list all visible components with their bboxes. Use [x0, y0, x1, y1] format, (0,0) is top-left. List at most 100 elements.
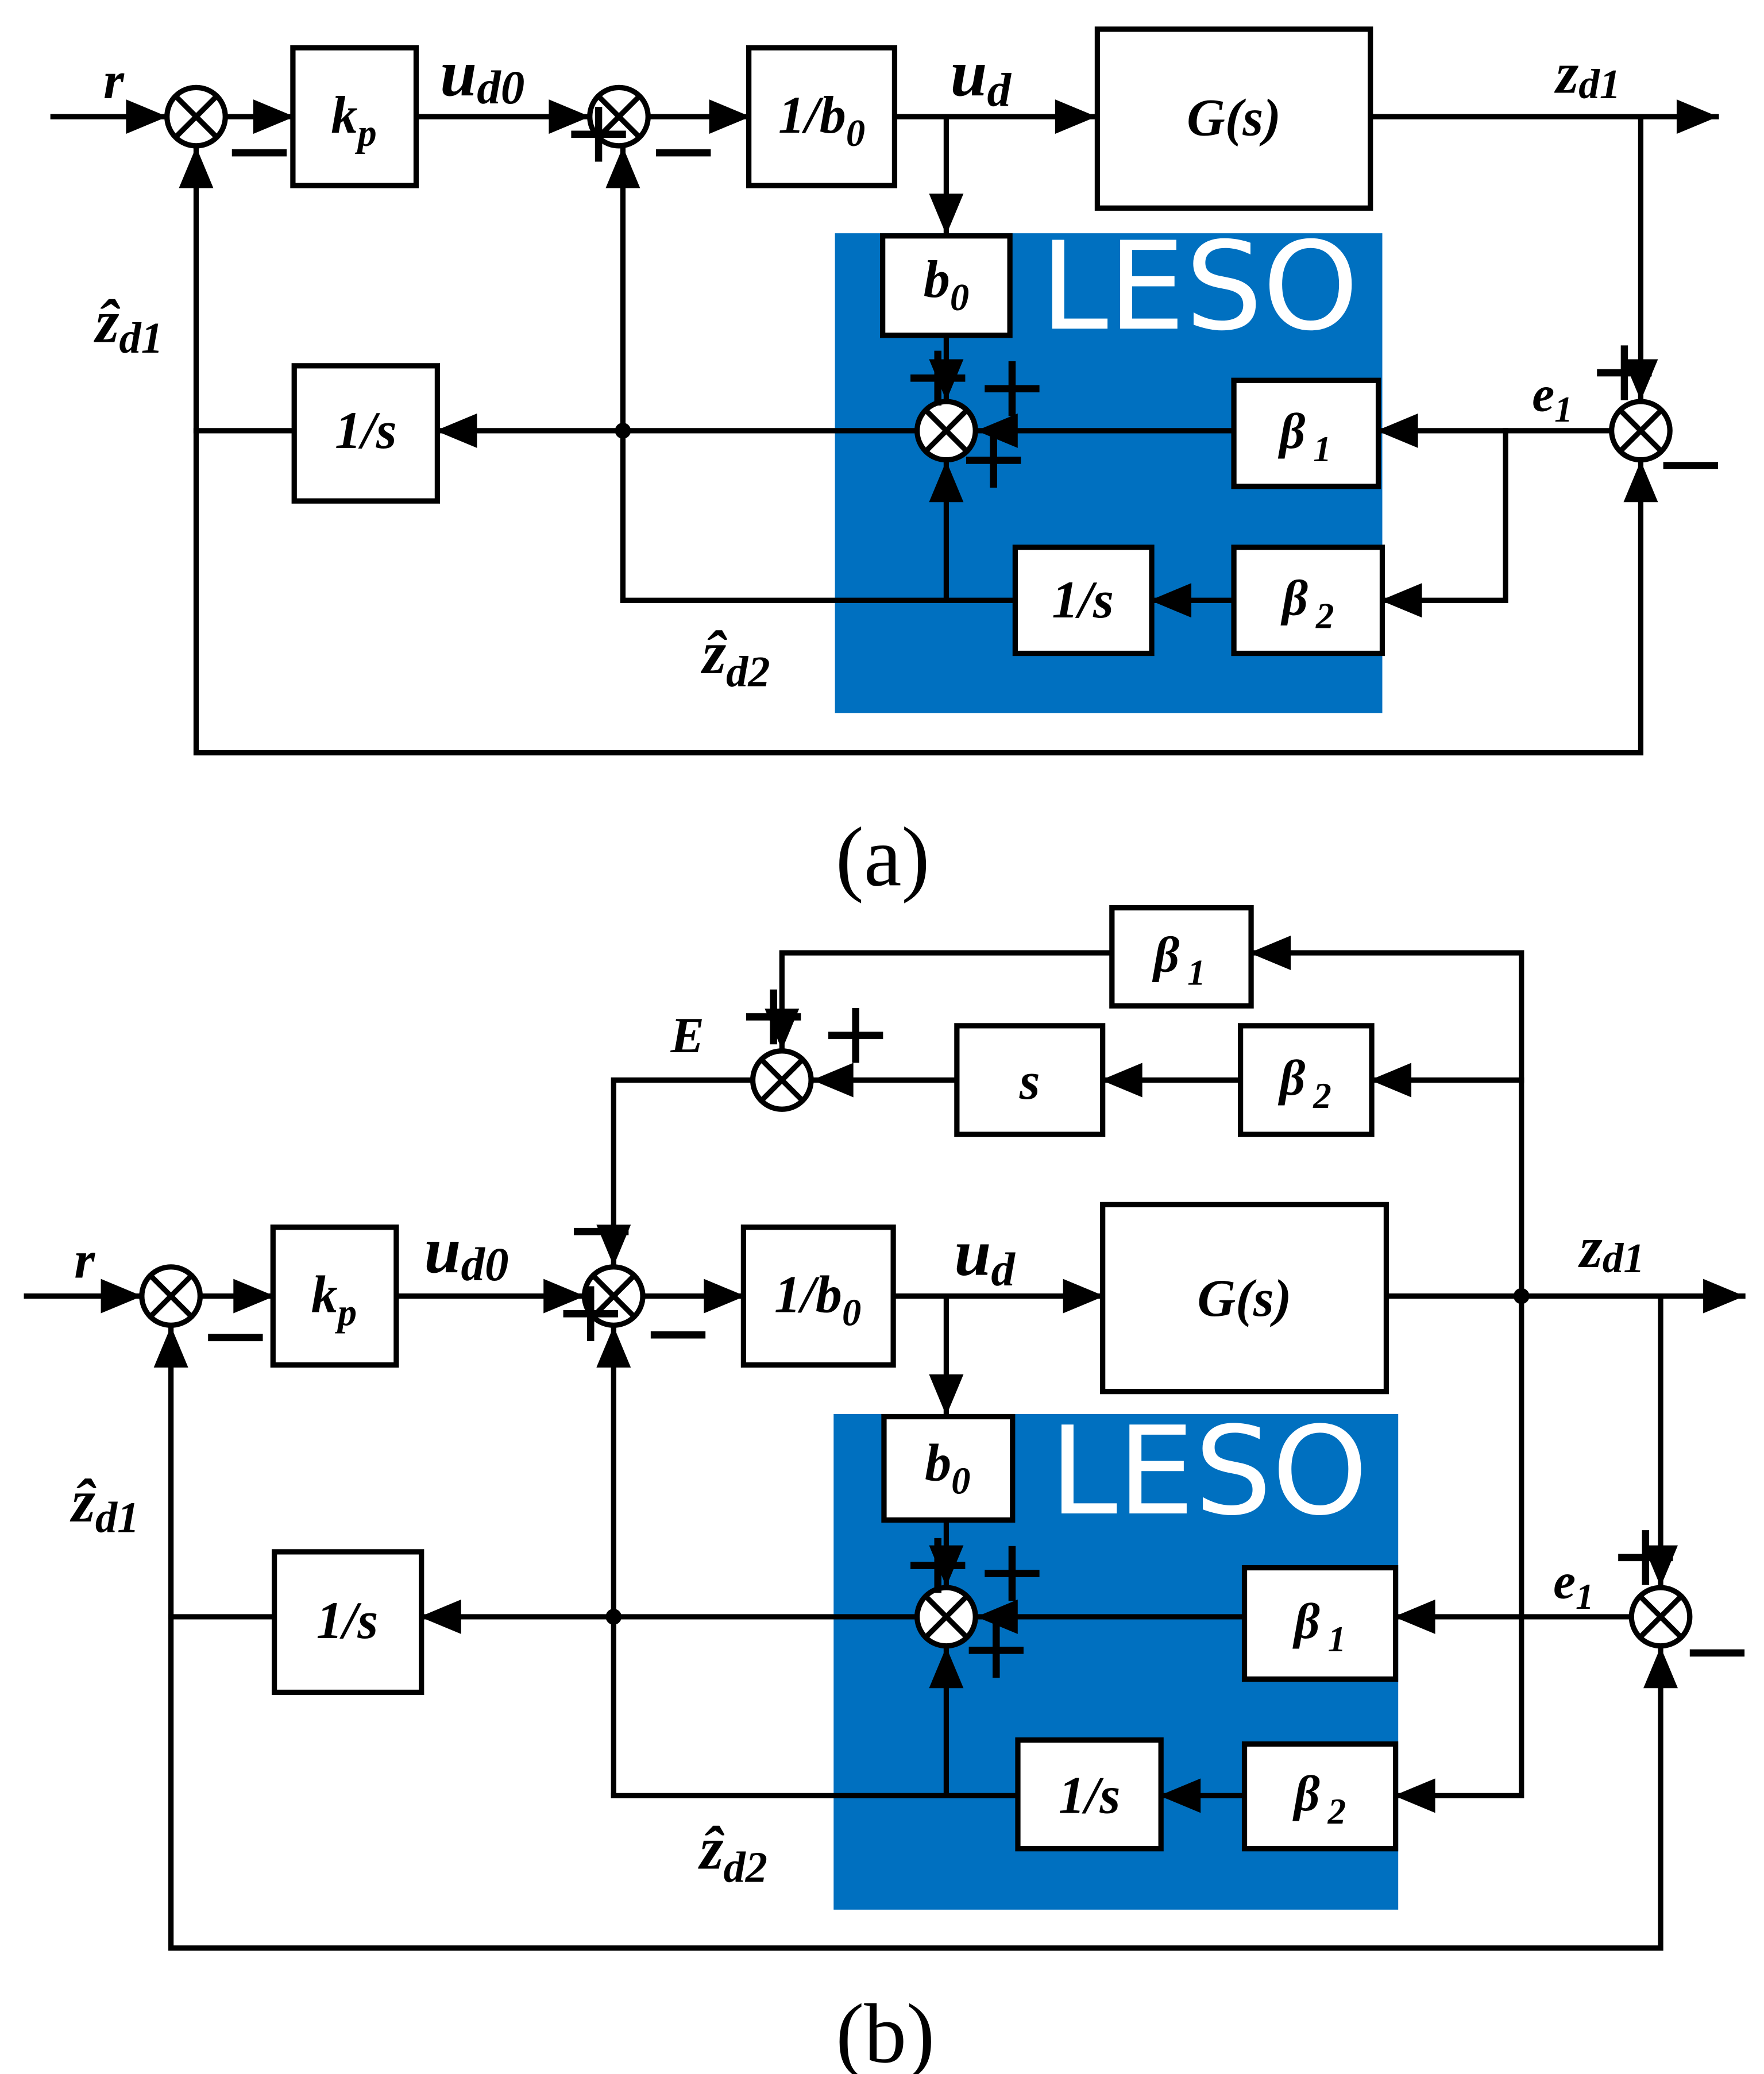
top-s-block — [954, 1023, 1106, 1137]
sign-plus: + — [901, 1512, 975, 1613]
sum-junction-5 — [750, 1048, 814, 1112]
sum-junction-3 — [914, 399, 978, 463]
sum-junction-1 — [164, 84, 228, 149]
sign-minus: − — [199, 1284, 272, 1386]
caption-a: (a) — [836, 809, 930, 903]
beta1-block — [1241, 1565, 1399, 1682]
inv-b0-block — [746, 45, 898, 188]
integ-est-label: 1/s — [316, 1591, 379, 1650]
sign-plus: + — [901, 325, 975, 426]
sign-plus: + — [562, 81, 635, 183]
signal-zhat2-label: ẑd2 — [698, 1814, 767, 1891]
integ-obs-block — [1012, 544, 1155, 656]
inv-b0-block — [740, 1224, 896, 1368]
sign-plus: + — [1609, 1504, 1682, 1606]
line-top-beta1-to-sum5 — [765, 950, 1115, 1051]
integ-obs-block — [1015, 1737, 1164, 1852]
signal-zhat1-label: ẑd1 — [94, 287, 163, 362]
signal-r-label: r — [103, 51, 125, 110]
top-beta1-block — [1109, 905, 1254, 1009]
signal-labels-b: r ud0 ud zd1 ẑd1 ẑd2 e1 E — [70, 1007, 1645, 1891]
kp-block — [270, 1224, 399, 1368]
signal-zhat2-label: ẑd2 — [701, 619, 770, 696]
b0-label: b0 — [924, 250, 969, 319]
line-e1-to-beta2 — [1379, 428, 1508, 618]
line-zhat1-to-sum4 — [193, 428, 1658, 756]
signal-zd1-label: zd1 — [1554, 41, 1621, 107]
integ-est-block — [291, 363, 441, 504]
diagram-a: LESO kp — [50, 26, 1727, 903]
sum-junction-2 — [587, 84, 651, 149]
leso-label: LESO — [1040, 216, 1358, 358]
integ-est-block — [271, 1549, 424, 1695]
signal-E-label: E — [670, 1007, 704, 1063]
signal-ud0-label: ud0 — [424, 1213, 508, 1291]
junction-dot — [615, 423, 631, 439]
sign-minus: − — [1681, 1600, 1754, 1701]
signal-e1-label: e1 — [1553, 1554, 1593, 1617]
integ-obs-label: 1/s — [1059, 1766, 1121, 1824]
signal-ud0-label: ud0 — [440, 36, 524, 114]
leso-label: LESO — [1049, 1401, 1368, 1543]
beta1-block — [1231, 377, 1381, 489]
signal-ud-label: ud — [954, 1216, 1016, 1296]
plant-label: G(s) — [1187, 88, 1281, 146]
signal-ud-label: ud — [950, 36, 1012, 116]
top-beta2-block — [1238, 1023, 1375, 1137]
sign-plus: + — [975, 1520, 1049, 1621]
sum-junction-4 — [1609, 399, 1673, 463]
sum-junction-1 — [139, 1264, 203, 1328]
signal-r-label: r — [74, 1230, 95, 1289]
sign-plus: + — [959, 1597, 1033, 1698]
sign-minus: − — [642, 1281, 715, 1383]
junction-dot — [605, 1609, 622, 1625]
b0-block — [880, 233, 1013, 338]
caption-b: (b) — [836, 1986, 935, 2074]
b0-label: b0 — [925, 1433, 970, 1502]
diagram-b: LESO — [24, 905, 1754, 2074]
signal-zd1-label: zd1 — [1578, 1215, 1645, 1281]
sign-plus: + — [554, 1260, 627, 1362]
junction-dot — [1513, 1288, 1530, 1304]
sum-junction-2 — [581, 1264, 646, 1328]
kp-label: kp — [311, 1265, 357, 1334]
line-E-to-sum2 — [596, 1077, 753, 1267]
sign-minus: − — [223, 99, 296, 201]
inv-b0-label: 1/b0 — [778, 86, 865, 155]
inv-b0-label: 1/b0 — [774, 1265, 861, 1334]
beta2-block — [1231, 544, 1385, 656]
sign-plus: + — [819, 982, 893, 1083]
sum-junction-3 — [914, 1585, 978, 1649]
kp-label: kp — [331, 86, 376, 155]
plant-label: G(s) — [1198, 1269, 1292, 1327]
beta2-block — [1241, 1741, 1399, 1852]
sign-plus: + — [1588, 319, 1661, 421]
sum-junction-4 — [1628, 1585, 1693, 1649]
signal-zhat1-label: ẑd1 — [70, 1467, 140, 1542]
b0-block — [881, 1413, 1016, 1523]
signal-lines — [50, 99, 1719, 756]
kp-block — [290, 45, 419, 188]
plant-block — [1094, 26, 1373, 211]
line-output-to-beta2 — [1392, 1293, 1524, 1813]
line-output-to-top-beta1 — [1248, 935, 1524, 1299]
signal-labels-a: r ud0 ud zd1 ẑd1 ẑd2 e1 — [94, 36, 1620, 696]
sign-plus: + — [957, 407, 1030, 508]
top-s-label: s — [1019, 1052, 1040, 1110]
signs-b: − + − − + + + + + + − — [199, 963, 1754, 1701]
signal-e1-label: e1 — [1532, 366, 1572, 429]
sign-minus: − — [565, 1178, 638, 1280]
plant-block — [1100, 1202, 1389, 1395]
integ-est-label: 1/s — [335, 401, 397, 459]
sign-minus: − — [647, 99, 720, 201]
sign-plus: + — [975, 335, 1049, 437]
sign-minus: − — [1654, 412, 1727, 513]
